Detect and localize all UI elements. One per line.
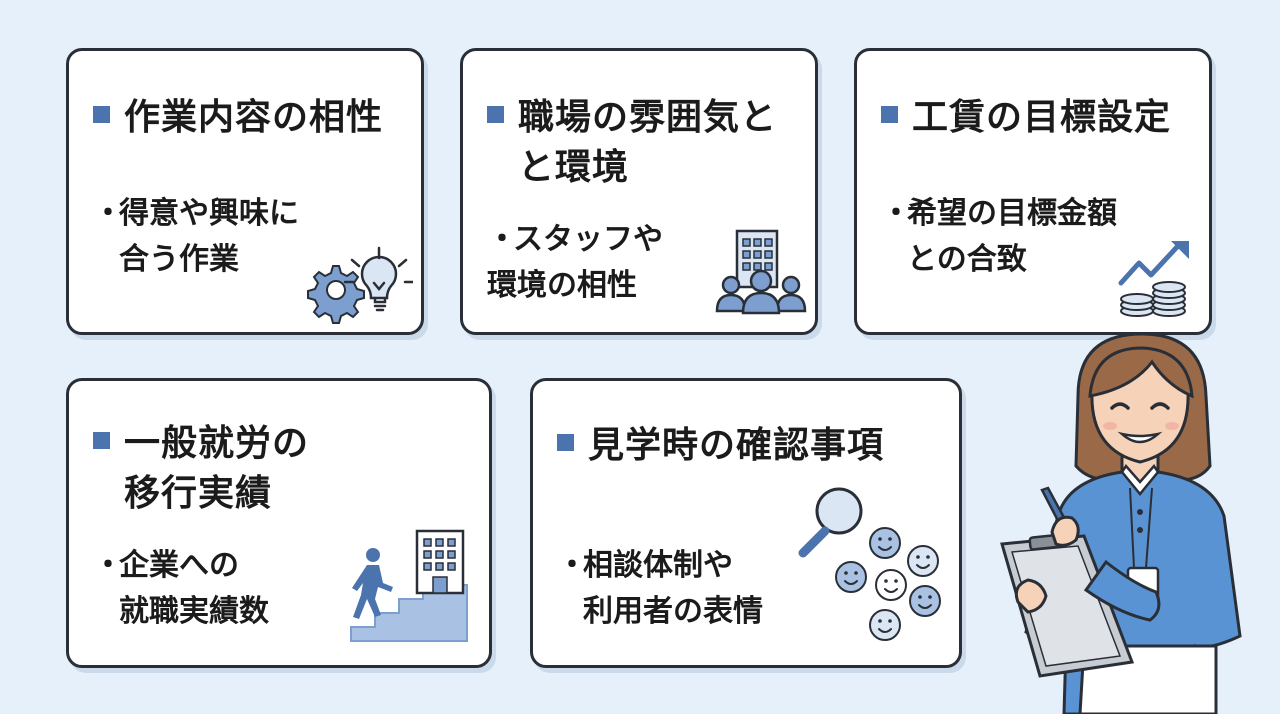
staff-with-clipboard-illustration	[1000, 332, 1242, 714]
body-line-1: 企業への	[119, 548, 239, 583]
card-body: ・希望の目標金額 との合致	[881, 191, 1117, 283]
body-bullet: ・	[487, 222, 517, 257]
square-bullet-icon	[881, 106, 898, 123]
body-line-2: 就職実績数	[119, 594, 269, 629]
square-bullet-icon	[487, 106, 504, 123]
card-title-text: 職場の雰囲気と	[518, 97, 778, 138]
body-bullet: ・	[93, 196, 123, 231]
hand-right	[1050, 515, 1080, 547]
square-bullet-icon	[93, 432, 110, 449]
square-bullet-icon	[93, 106, 110, 123]
card-title-text: 一般就労の	[124, 423, 310, 464]
card-body: ・企業への 就職実績数	[93, 543, 269, 635]
card-body: ・得意や興味に 合う作業	[93, 191, 299, 283]
card-title-text-2: と環境	[518, 147, 630, 188]
stairs-building-icon	[350, 529, 468, 642]
hand-left	[1014, 578, 1048, 614]
gear-lightbulb-icon	[307, 246, 413, 324]
card-workplace-atmosphere: 職場の雰囲気と と環境 ・スタッフや 環境の相性	[460, 48, 818, 335]
body-line-1: 得意や興味に	[119, 196, 299, 231]
growth-coins-icon	[1118, 241, 1189, 317]
body-line-1: スタッフや	[513, 222, 663, 257]
body-bullet: ・	[557, 548, 587, 583]
building-people-icon	[715, 229, 807, 315]
card-title-text: 作業内容の相性	[124, 97, 384, 138]
card-title: 一般就労の 移行実績	[93, 419, 309, 519]
magnifier-icon	[798, 487, 863, 558]
magnifier-faces-icon	[798, 487, 941, 641]
clipboard-icon	[1000, 533, 1135, 678]
card-title-text-2: 移行実績	[124, 473, 273, 514]
card-title: 作業内容の相性	[93, 93, 383, 143]
card-visit-checkpoints: 見学時の確認事項 ・相談体制や 利用者の表情	[530, 378, 962, 668]
card-title: 見学時の確認事項	[557, 421, 884, 471]
body-line-2: 環境の相性	[487, 268, 637, 303]
body-line-2: 合う作業	[119, 242, 239, 277]
body-line-1: 相談体制や	[583, 548, 733, 583]
card-title: 職場の雰囲気と と環境	[487, 93, 777, 193]
card-wage-target: 工賃の目標設定 ・希望の目標金額 との合致	[854, 48, 1212, 335]
card-employment-transition: 一般就労の 移行実績 ・企業への 就職実績数	[66, 378, 492, 668]
card-title: 工賃の目標設定	[881, 93, 1171, 143]
body-line-2: 利用者の表情	[583, 594, 763, 629]
body-bullet: ・	[881, 196, 911, 231]
body-line-1: 希望の目標金額	[907, 196, 1117, 231]
card-work-compatibility: 作業内容の相性 ・得意や興味に 合う作業	[66, 48, 424, 335]
card-body: ・相談体制や 利用者の表情	[557, 543, 763, 635]
card-title-text: 工賃の目標設定	[912, 97, 1172, 138]
card-title-text: 見学時の確認事項	[588, 425, 885, 466]
body-line-2: との合致	[907, 242, 1027, 277]
square-bullet-icon	[557, 434, 574, 451]
card-body: ・スタッフや 環境の相性	[487, 217, 663, 309]
body-bullet: ・	[93, 548, 123, 583]
